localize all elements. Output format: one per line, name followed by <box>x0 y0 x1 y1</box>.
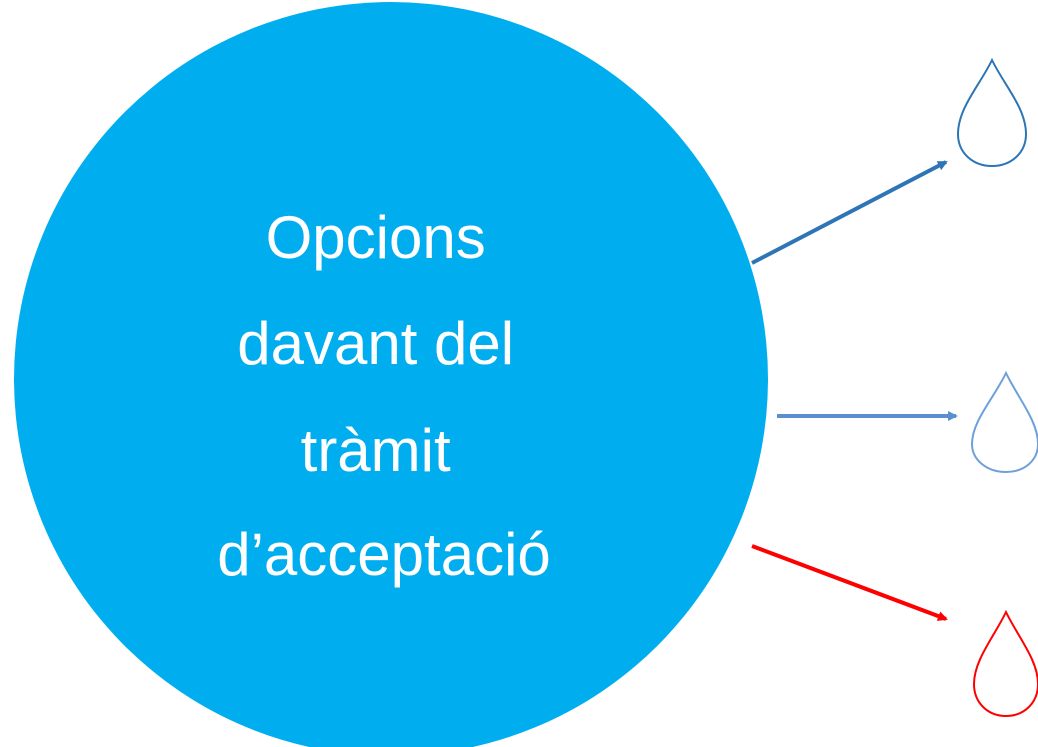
main-topic-label: Opcions davant del tràmit d’acceptació <box>217 204 551 588</box>
main-topic-line-2: davant del <box>237 310 514 377</box>
drop-icon-option-2 <box>970 370 1038 474</box>
main-topic-line-3: tràmit <box>301 417 451 484</box>
main-topic-circle <box>14 2 768 747</box>
arrow-to-option-1 <box>751 160 948 265</box>
drop-icon-option-3 <box>972 609 1038 718</box>
main-topic-line-4: d’acceptació <box>217 521 551 588</box>
drop-icon-option-1 <box>956 57 1028 168</box>
arrow-to-option-3 <box>751 544 948 621</box>
main-topic-line-1: Opcions <box>266 204 486 271</box>
